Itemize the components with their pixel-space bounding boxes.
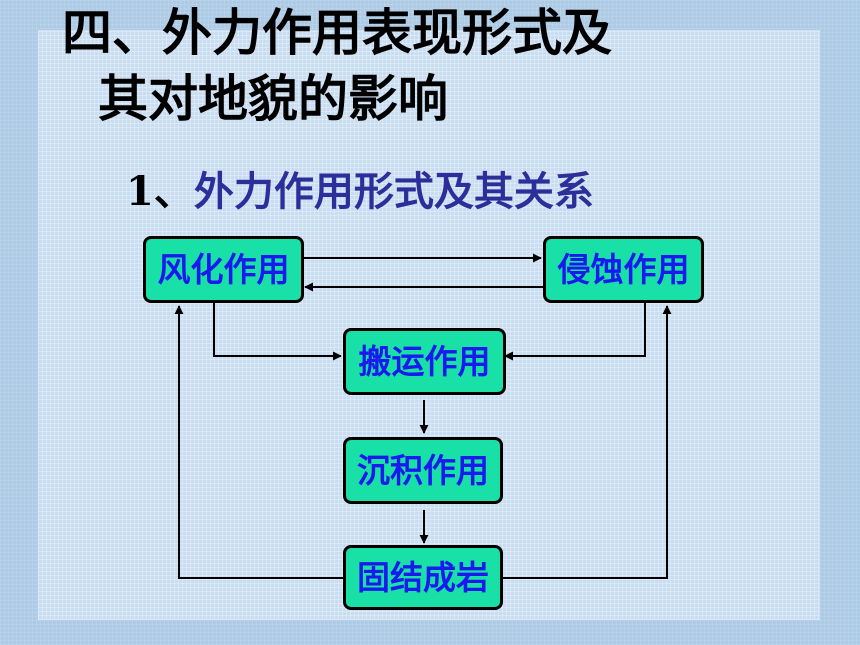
- arrow-weathering-to-transport: [213, 302, 342, 361]
- arrow-lithification-to-weathering: [174, 305, 345, 579]
- node-erosion: 侵蚀作用: [543, 236, 704, 303]
- section-subtitle: 1、外力作用形式及其关系: [126, 172, 594, 212]
- node-transport: 搬运作用: [343, 328, 506, 395]
- subtitle-text: 外力作用形式及其关系: [193, 168, 594, 215]
- arrow-erosion-to-transport: [504, 302, 646, 361]
- page-title-line-1: 四、外力作用表现形式及: [62, 4, 612, 62]
- node-weathering: 风化作用: [143, 236, 304, 303]
- arrow-lithification-to-erosion: [503, 305, 672, 579]
- content-panel: [38, 30, 820, 620]
- subtitle-number: 1、: [126, 168, 194, 215]
- node-deposition: 沉积作用: [343, 437, 503, 504]
- node-lithification: 固结成岩: [343, 545, 503, 610]
- page-title-line-2: 其对地貌的影响: [98, 70, 448, 128]
